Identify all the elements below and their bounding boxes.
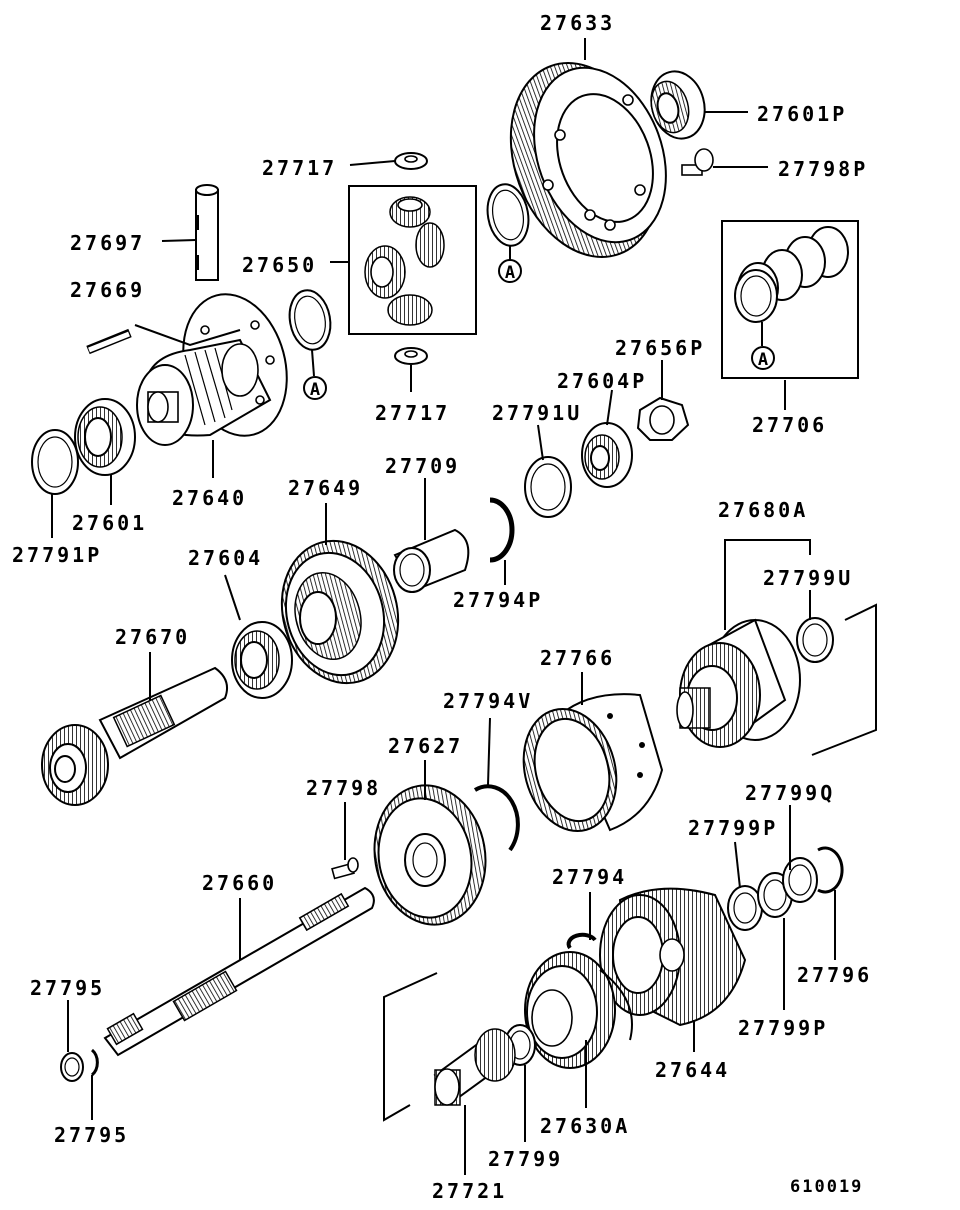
label-27656P[interactable]: 27656P [615, 336, 705, 360]
label-27670[interactable]: 27670 [115, 625, 190, 649]
label-27799P-b[interactable]: 27799P [738, 1016, 828, 1040]
gear-27627[interactable] [364, 777, 497, 934]
callout-A-2: A [303, 349, 327, 400]
label-27697[interactable]: 27697 [70, 231, 145, 255]
label-27669[interactable]: 27669 [70, 278, 145, 302]
clutch-drum-27644[interactable] [599, 887, 747, 1027]
label-27796[interactable]: 27796 [797, 963, 872, 987]
bolt-27798P[interactable] [681, 148, 714, 176]
ring-27796[interactable] [817, 846, 844, 894]
clutch-housing-27766[interactable] [510, 693, 664, 841]
main-shaft-27660[interactable] [103, 886, 375, 1057]
callout-A-3: A [751, 322, 775, 370]
svg-text:A: A [505, 263, 515, 283]
bolt-27798[interactable] [331, 857, 359, 880]
transfer-gear-27649[interactable] [266, 528, 413, 697]
label-27649[interactable]: 27649 [288, 476, 363, 500]
label-27766[interactable]: 27766 [540, 646, 615, 670]
svg-text:A: A [758, 350, 768, 370]
label-27644[interactable]: 27644 [655, 1058, 730, 1082]
label-27709[interactable]: 27709 [385, 454, 460, 478]
bearing-27601P[interactable] [644, 65, 712, 144]
label-27799Q[interactable]: 27799Q [745, 781, 835, 805]
bracket-left [383, 972, 438, 1122]
callout-A-1: A [498, 246, 522, 283]
label-27604P[interactable]: 27604P [557, 369, 647, 393]
snap-ring-27795-b[interactable] [90, 1048, 99, 1077]
label-27798P[interactable]: 27798P [778, 157, 868, 181]
label-27633[interactable]: 27633 [540, 11, 615, 35]
label-27660[interactable]: 27660 [202, 871, 277, 895]
label-27630A[interactable]: 27630A [540, 1114, 630, 1138]
ring-27799Q[interactable] [782, 857, 818, 903]
shim-set-box-27706 [721, 220, 859, 379]
label-27680A[interactable]: 27680A [718, 498, 808, 522]
label-27627[interactable]: 27627 [388, 734, 463, 758]
label-27717-bottom[interactable]: 27717 [375, 401, 450, 425]
planetary-gear-27630A[interactable] [524, 951, 633, 1069]
label-27799P-a[interactable]: 27799P [688, 816, 778, 840]
pinion-gear-set-27650[interactable] [364, 196, 445, 326]
label-27794P[interactable]: 27794P [453, 588, 543, 612]
shim-set-27706[interactable] [734, 226, 849, 323]
shim-27791U[interactable] [524, 456, 572, 518]
label-27799[interactable]: 27799 [488, 1147, 563, 1171]
label-27791U[interactable]: 27791U [492, 401, 582, 425]
planetary-carrier-27680A[interactable] [676, 618, 801, 748]
bearing-27601[interactable] [74, 398, 136, 476]
label-27717-top[interactable]: 27717 [262, 156, 337, 180]
label-27721[interactable]: 27721 [432, 1179, 507, 1203]
svg-text:A: A [310, 380, 320, 400]
label-27601[interactable]: 27601 [72, 511, 147, 535]
bracket-right [811, 603, 877, 756]
ring-gear-27633[interactable] [485, 42, 689, 278]
snap-ring-27794V[interactable] [473, 784, 520, 852]
gear-set-box-27650 [348, 185, 477, 335]
label-27794[interactable]: 27794 [552, 865, 627, 889]
output-shaft-27670[interactable] [41, 666, 228, 806]
snap-ring-27794[interactable] [566, 932, 597, 950]
label-27706[interactable]: 27706 [752, 413, 827, 437]
differential-case-27640[interactable] [136, 283, 302, 448]
label-27799U[interactable]: 27799U [763, 566, 853, 590]
pinion-shaft-27697[interactable] [195, 184, 219, 281]
bearing-27604P[interactable] [581, 422, 633, 488]
diagram-id: 610019 [790, 1177, 863, 1197]
sun-gear-27721[interactable] [433, 1028, 516, 1106]
label-27798[interactable]: 27798 [306, 776, 381, 800]
bearing-27604[interactable] [231, 621, 293, 699]
label-27795-a[interactable]: 27795 [30, 976, 105, 1000]
label-27640[interactable]: 27640 [172, 486, 247, 510]
label-27791P[interactable]: 27791P [12, 543, 102, 567]
label-27650[interactable]: 27650 [242, 253, 317, 277]
snap-ring-27794P[interactable] [489, 497, 515, 563]
label-27604[interactable]: 27604 [188, 546, 263, 570]
spacer-27709[interactable] [393, 528, 470, 593]
label-27601P[interactable]: 27601P [757, 102, 847, 126]
pin-27669[interactable] [86, 328, 132, 355]
part-labels: 27633 27601P 27798P 27717 27717 27697 27… [12, 11, 872, 1203]
label-27795-b[interactable]: 27795 [54, 1123, 129, 1147]
shim-27791P[interactable] [31, 429, 79, 495]
snap-ring-27795-a[interactable] [60, 1052, 84, 1082]
label-27794V[interactable]: 27794V [443, 689, 533, 713]
leader-lines [51, 38, 836, 1175]
